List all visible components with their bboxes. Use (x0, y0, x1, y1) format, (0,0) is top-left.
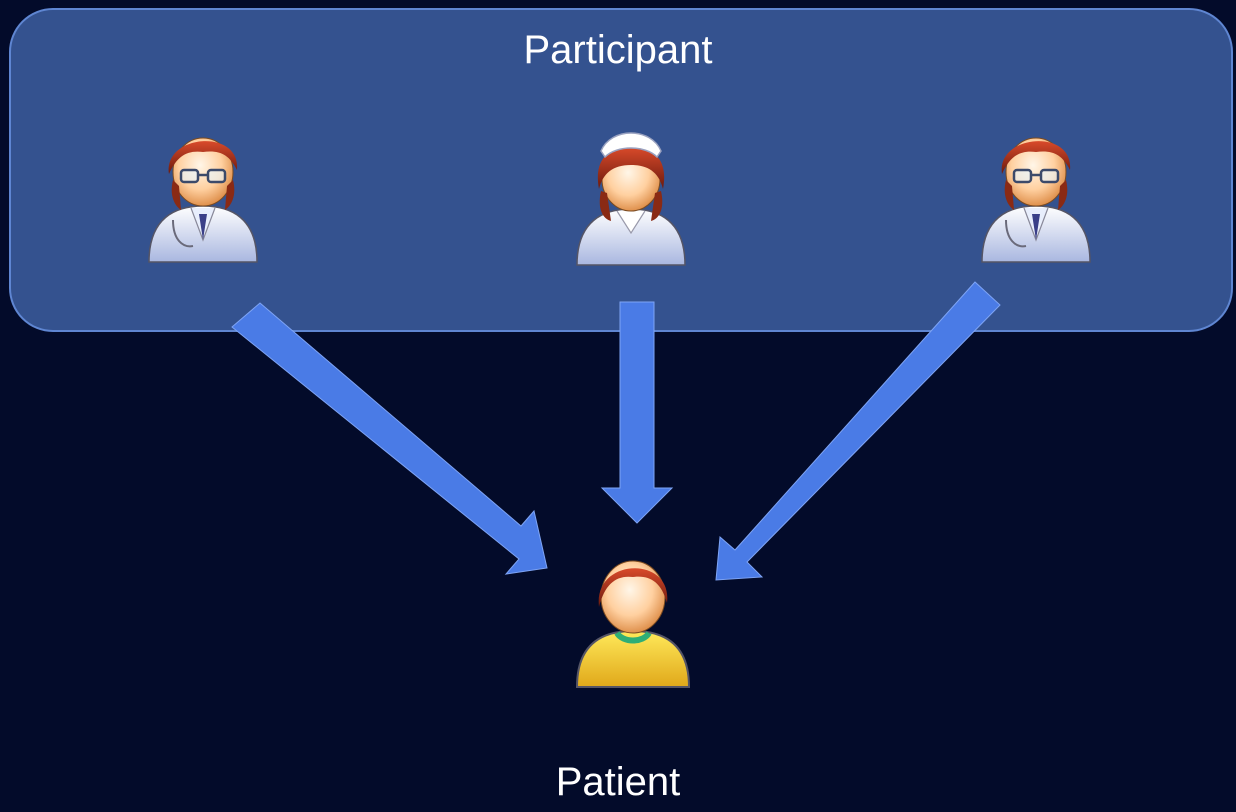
doctor-icon (147, 136, 259, 264)
arrow-center-to-patient (600, 301, 674, 524)
arrow-right-to-patient (715, 281, 1001, 581)
doctor-icon (980, 136, 1092, 264)
nurse-icon (576, 132, 686, 266)
participant-label: Participant (523, 28, 713, 72)
patient-icon (577, 561, 689, 687)
arrow-left-to-patient (231, 302, 548, 575)
patient-label: Patient (555, 760, 681, 804)
